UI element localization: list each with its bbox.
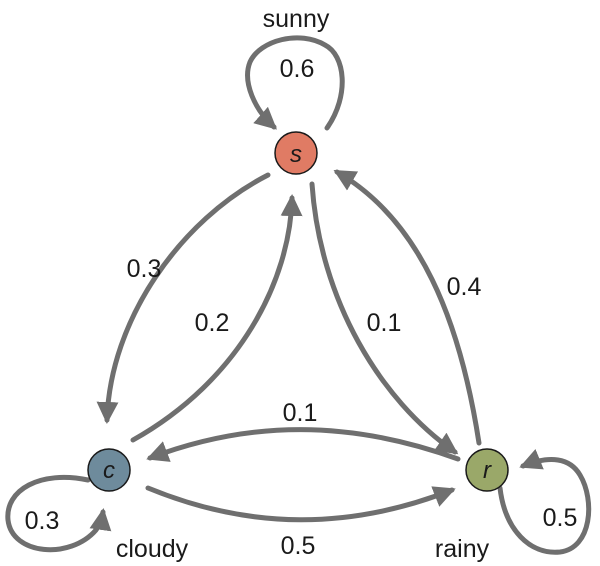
node-rainy: r xyxy=(465,448,509,492)
edge-s-to-r xyxy=(309,181,459,455)
edge-c-to-c xyxy=(5,474,112,553)
edge-r-to-c xyxy=(146,427,461,462)
prob-r-to-s: 0.4 xyxy=(447,273,482,301)
prob-s-to-r: 0.1 xyxy=(367,309,402,337)
node-cloudy: c xyxy=(87,448,131,492)
prob-r-to-c: 0.1 xyxy=(283,399,318,427)
label-cloudy: cloudy xyxy=(116,535,189,563)
edge-s-to-c xyxy=(96,172,271,424)
node-r-letter: r xyxy=(483,457,492,484)
edge-s-to-s xyxy=(245,35,345,131)
edge-r-to-s xyxy=(333,169,482,446)
prob-c-to-r: 0.5 xyxy=(281,532,316,560)
edge-c-to-s xyxy=(130,194,303,443)
label-sunny: sunny xyxy=(263,5,330,33)
prob-c-to-c: 0.3 xyxy=(25,507,60,535)
node-sunny: s xyxy=(274,131,318,175)
edges xyxy=(5,35,592,555)
node-s-letter: s xyxy=(290,141,302,168)
node-c-circle xyxy=(87,448,131,492)
label-rainy: rainy xyxy=(435,535,490,563)
prob-r-to-r: 0.5 xyxy=(543,504,578,532)
node-c-letter: c xyxy=(103,457,115,484)
node-r-circle xyxy=(465,448,509,492)
prob-c-to-s: 0.2 xyxy=(195,309,230,337)
edge-c-to-r xyxy=(145,485,456,523)
node-s-circle xyxy=(274,131,318,175)
edge-r-to-r xyxy=(497,449,592,555)
prob-s-to-s: 0.6 xyxy=(280,55,315,83)
prob-s-to-c: 0.3 xyxy=(127,255,162,283)
